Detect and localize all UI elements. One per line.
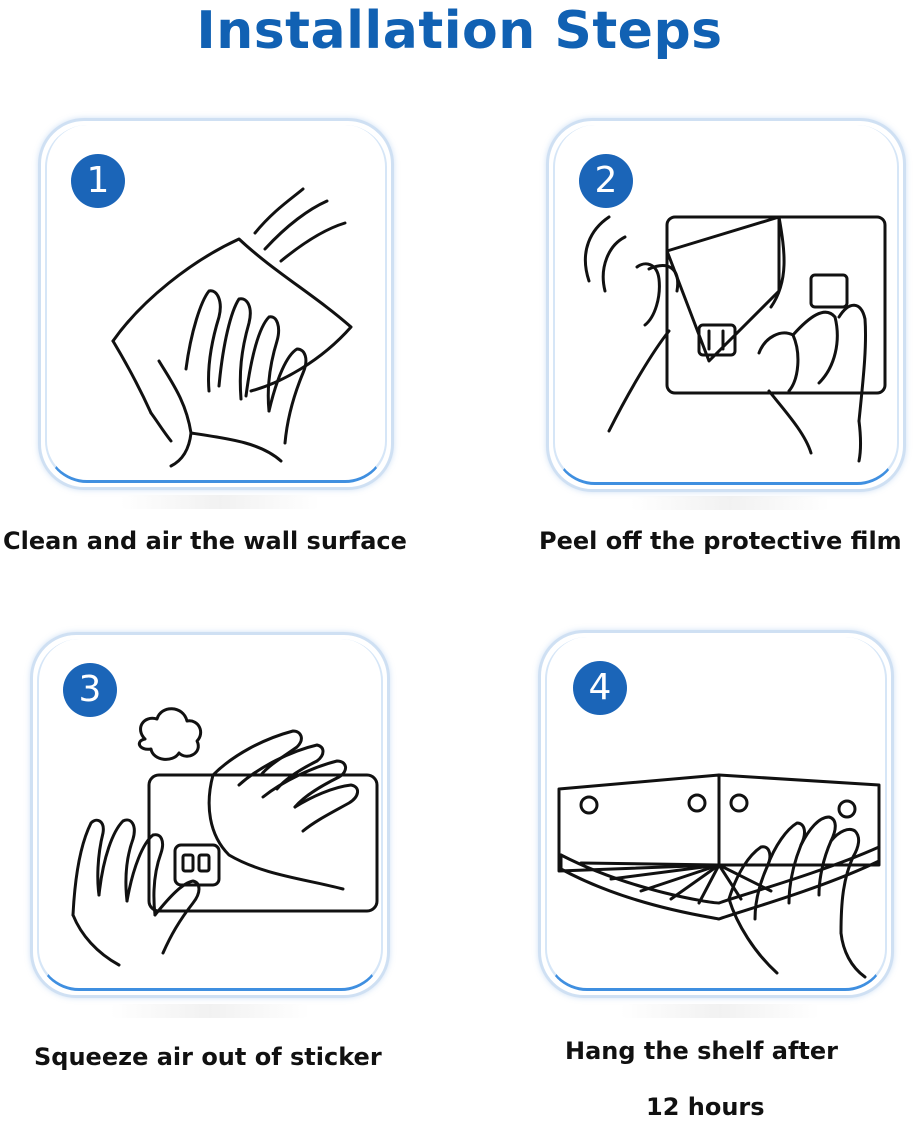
hand-wiping-cloth-icon [111, 187, 353, 468]
peel-film-icon [583, 215, 887, 463]
card-3-reflection [110, 1004, 310, 1018]
step-4-caption-line1: Hang the shelf after [565, 1037, 838, 1065]
step-4-caption-line2: 12 hours [646, 1093, 765, 1121]
step-3-badge: 3 [63, 663, 117, 717]
step-3-card: 3 [30, 632, 390, 998]
step-1-caption: Clean and air the wall surface [3, 527, 407, 555]
card-4-reflection [620, 1004, 820, 1018]
step-1-badge: 1 [71, 154, 125, 208]
press-sticker-icon [71, 707, 379, 967]
page-title: Installation Steps [196, 1, 723, 61]
card-1-reflection [120, 495, 320, 509]
corner-shelf-icon [557, 773, 881, 979]
step-3-caption: Squeeze air out of sticker [34, 1043, 382, 1071]
card-2-reflection [630, 496, 830, 510]
step-4-badge: 4 [573, 661, 627, 715]
step-2-badge: 2 [579, 154, 633, 208]
step-1-card: 1 [38, 118, 394, 490]
step-2-caption: Peel off the protective film [539, 527, 902, 555]
step-4-card: 4 [538, 630, 894, 998]
step-2-card: 2 [546, 118, 906, 492]
